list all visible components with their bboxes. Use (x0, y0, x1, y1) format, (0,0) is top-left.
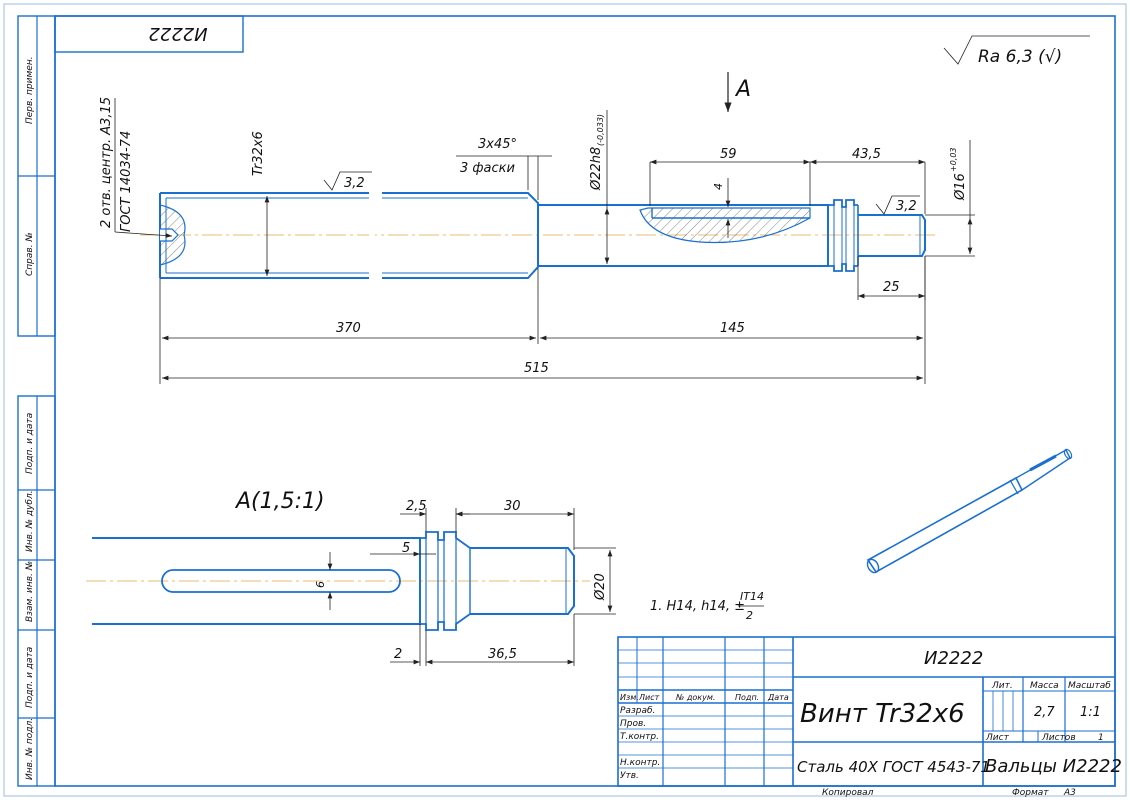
main-view-dimensions: 2 отв. центр. А3,15 ГОСТ 14034-74 Tr32x6… (99, 97, 975, 384)
detail-dim-30: 30 (504, 499, 521, 514)
tb-scale-label: Масштаб (1068, 681, 1111, 691)
tb-col-doc: № докум. (675, 693, 715, 702)
diam-16-label: Ø16 (953, 173, 968, 201)
side-label-ref-no: Справ. № (25, 232, 35, 276)
title-block (617, 636, 1116, 787)
roughness-label-2: 3,2 (896, 199, 917, 214)
side-label-sign-date-1: Подп. и дата (25, 413, 35, 474)
tb-col-sign: Подп. (735, 693, 759, 702)
dim-370: 370 (336, 321, 361, 336)
dim-515: 515 (524, 361, 549, 376)
diam-22-label: Ø22h8 (589, 147, 604, 191)
dim-25: 25 (883, 280, 900, 295)
tb-role-tech: Т.контр. (620, 732, 659, 742)
detail-dim-2-5: 2,5 (406, 499, 427, 514)
tb-organization: Вальцы И2222 (985, 756, 1122, 777)
diam-16-tol: +0,03 (949, 147, 958, 172)
tb-part-name: Винт Tr32х6 (800, 699, 965, 729)
tb-role-approve: Утв. (620, 771, 639, 781)
tb-role-norm: Н.контр. (620, 758, 660, 768)
detail-title: A(1,5:1) (234, 489, 325, 514)
detail-view-a: A(1,5:1) (86, 489, 590, 631)
general-roughness-text: Ra 6,3 (√) (978, 47, 1062, 67)
view-arrow-a: A (724, 72, 751, 112)
tb-material: Сталь 40Х ГОСТ 4543-71 (797, 758, 990, 776)
general-roughness: Ra 6,3 (√) (943, 35, 1090, 67)
tb-sheets-value: 1 (1098, 733, 1104, 743)
title-block-text: И2222 Винт Tr32х6 Сталь 40Х ГОСТ 4543-71… (620, 648, 1122, 798)
note-frac-top: IT14 (740, 590, 764, 603)
dim-43-5: 43,5 (852, 147, 881, 162)
detail-view-dimensions: 2,5 30 5 6 Ø20 2 36,5 (314, 499, 616, 666)
center-hole-note-1: 2 отв. центр. А3,15 (99, 97, 114, 228)
tb-format-label: Формат (1012, 788, 1049, 798)
dim-145: 145 (720, 321, 745, 336)
tb-role-checker: Пров. (620, 719, 646, 729)
dim-59: 59 (720, 147, 737, 162)
tb-scale-value: 1:1 (1080, 705, 1101, 720)
top-stamp-code: И2222 (148, 23, 207, 44)
note-text: 1. H14, h14, ± (650, 599, 745, 614)
diam-22-tol: (-0,033) (596, 114, 605, 146)
side-labels: Перв. примен. Справ. № Подп. и дата Инв.… (25, 56, 35, 780)
tb-sheet-label: Лист (985, 733, 1010, 743)
dim-4: 4 (712, 183, 725, 190)
thread-label: Tr32x6 (251, 131, 266, 176)
tb-mass-value: 2,7 (1034, 705, 1055, 720)
view-arrow-label: A (734, 77, 751, 102)
main-shaft-view (140, 190, 935, 281)
detail-dim-20: Ø20 (593, 573, 608, 601)
tb-doc-code: И2222 (924, 648, 983, 669)
tb-col-list: Лист (638, 693, 660, 702)
side-label-replace-inv: Взам. инв. № (25, 561, 35, 622)
side-label-dup-inv: Инв. № дубл. (25, 490, 35, 552)
tb-copied: Копировал (822, 788, 874, 798)
side-label-first-use: Перв. примен. (25, 56, 35, 124)
shaft-isometric (866, 448, 1073, 574)
detail-dim-6: 6 (314, 581, 327, 588)
tb-role-developer: Разраб. (620, 706, 655, 716)
side-label-sign-date-2: Подп. и дата (25, 647, 35, 708)
tb-sheets-label: Листов (1041, 733, 1076, 743)
side-label-orig-inv: Инв. № подл. (25, 718, 35, 780)
roughness-label-1: 3,2 (344, 176, 365, 191)
technical-note: 1. H14, h14, ± IT14 2 (650, 590, 764, 622)
detail-dim-5: 5 (402, 541, 410, 556)
tb-col-date: Дата (767, 693, 789, 702)
chamfer-label-2: 3 фаски (460, 161, 515, 176)
tb-lit-label: Лит. (991, 681, 1013, 691)
chamfer-label-1: 3х45° (478, 137, 517, 152)
detail-dim-2: 2 (394, 647, 402, 662)
tb-mass-label: Масса (1030, 681, 1059, 691)
tb-col-izm: Изм. (620, 693, 639, 702)
note-frac-bottom: 2 (746, 609, 753, 622)
detail-dim-36-5: 36,5 (488, 647, 517, 662)
tb-format-value: А3 (1063, 788, 1076, 798)
center-hole-note-2: ГОСТ 14034-74 (119, 131, 134, 232)
sheet-frame (3, 3, 1127, 797)
